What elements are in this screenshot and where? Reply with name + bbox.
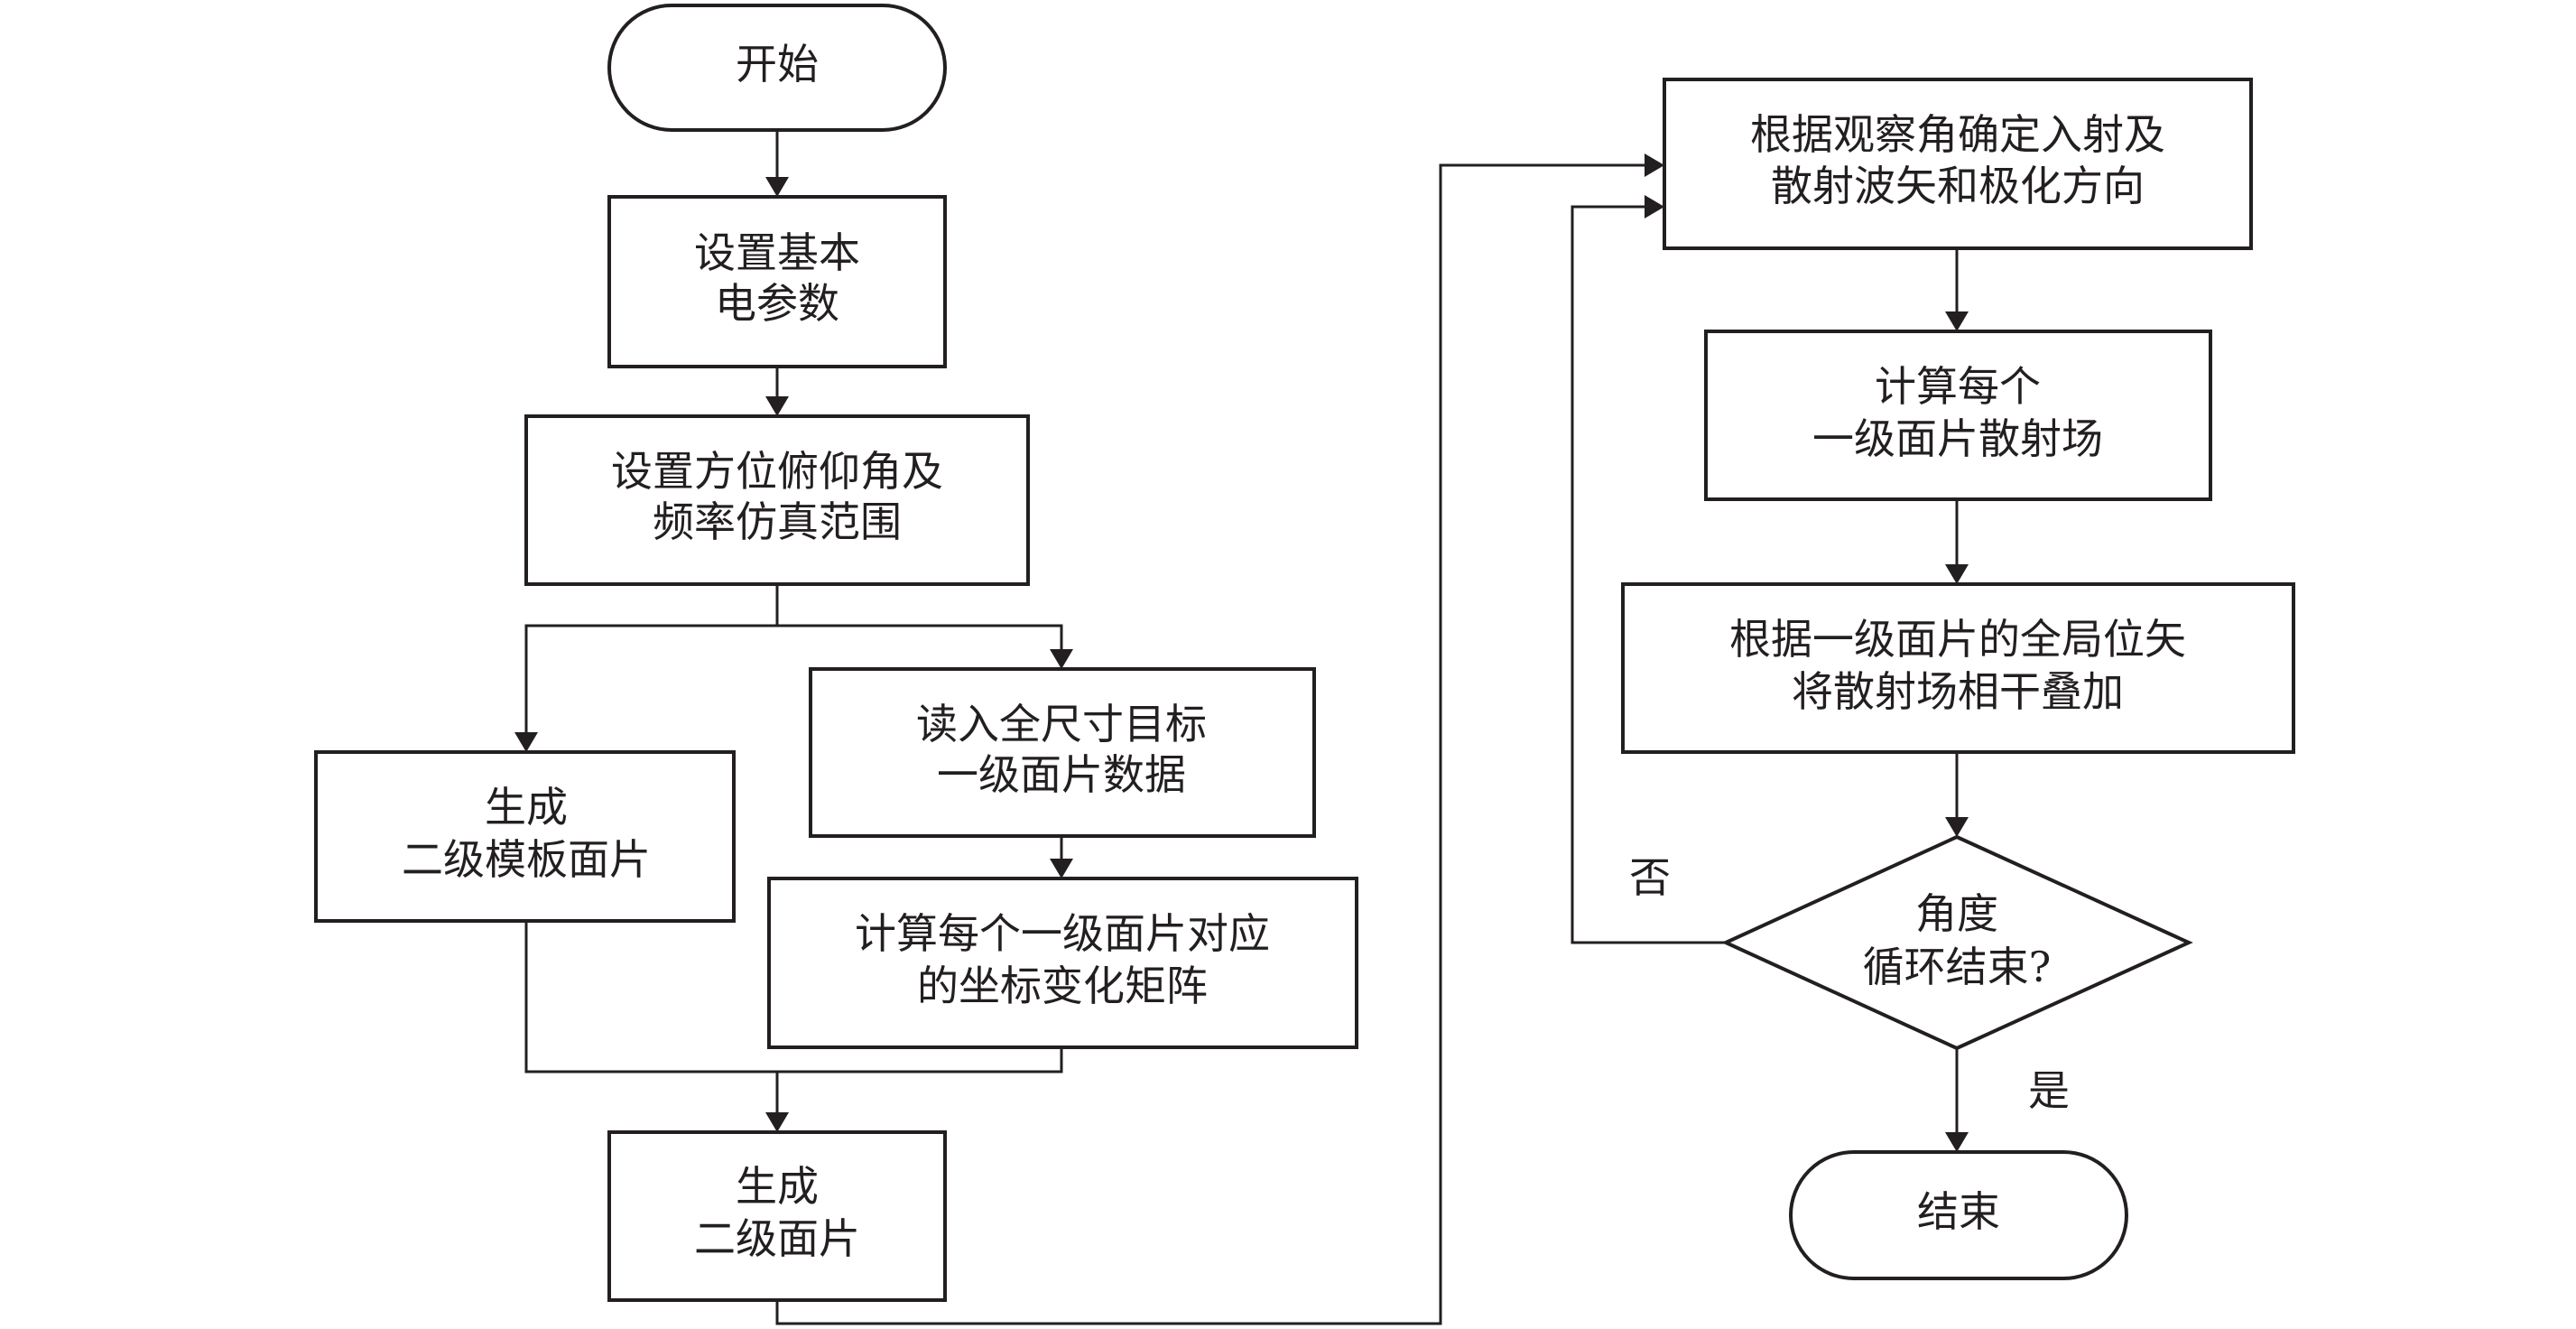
edge-label-yes: 是 [2028, 1066, 2070, 1115]
node-calc-field-line2: 一级面片散射场 [1812, 414, 2103, 463]
arrowhead [1050, 649, 1073, 669]
node-gen-template-line1: 生成 [485, 783, 568, 832]
node-gen-secondary-line2: 二级面片 [694, 1214, 860, 1263]
node-gen-template: 生成 二级模板面片 [314, 750, 736, 923]
node-calc-matrix-line2: 的坐标变化矩阵 [917, 962, 1208, 1010]
arrowhead [1945, 311, 1969, 331]
node-set-angle-line2: 频率仿真范围 [653, 497, 902, 546]
edge-label-no: 否 [1629, 853, 1671, 902]
arrowhead [765, 396, 789, 416]
node-read-data-line2: 一级面片数据 [937, 750, 1186, 799]
edges [514, 130, 1969, 1325]
node-read-data-line1: 读入全尺寸目标 [916, 700, 1207, 748]
arrowhead [514, 732, 538, 752]
node-loop-check-line1: 角度 [1915, 889, 1998, 938]
node-read-data: 读入全尺寸目标 一级面片数据 [809, 667, 1316, 838]
arrowhead [1945, 564, 1969, 584]
node-end: 结束 [1789, 1150, 2128, 1280]
arrowhead [1945, 1132, 1969, 1152]
node-calc-matrix: 计算每个一级面片对应 的坐标变化矩阵 [767, 877, 1358, 1049]
node-superpose: 根据一级面片的全局位矢 将散射场相干叠加 [1621, 582, 2295, 754]
node-set-elec: 设置基本 电参数 [607, 195, 947, 368]
arrowhead [1645, 153, 1664, 177]
node-calc-matrix-line1: 计算每个一级面片对应 [855, 909, 1270, 958]
node-set-elec-line2: 电参数 [715, 279, 839, 328]
edge-loop-no [1571, 205, 1726, 944]
node-gen-secondary: 生成 二级面片 [607, 1130, 947, 1302]
arrowhead [765, 177, 789, 197]
node-determine-vectors: 根据观察角确定入射及 散射波矢和极化方向 [1663, 78, 2253, 250]
node-gen-secondary-line1: 生成 [736, 1162, 819, 1211]
edge-split-right [777, 624, 1063, 649]
edge-merge [524, 921, 1063, 1073]
arrowhead [1050, 859, 1073, 878]
arrowhead [1945, 817, 1969, 837]
node-end-text: 结束 [1917, 1187, 2000, 1236]
edge-split-left [524, 624, 777, 732]
node-gen-template-line2: 二级模板面片 [402, 835, 651, 884]
node-calc-field-line1: 计算每个 [1875, 362, 2041, 411]
node-set-elec-line1: 设置基本 [694, 228, 860, 277]
node-set-angle-freq: 设置方位俯仰角及 频率仿真范围 [524, 414, 1030, 586]
arrowhead [1645, 195, 1664, 218]
node-superpose-line1: 根据一级面片的全局位矢 [1729, 615, 2186, 664]
node-loop-check-line2: 循环结束? [1863, 943, 2052, 991]
node-loop-check: 角度 循环结束? [1721, 834, 2193, 1051]
node-set-angle-line1: 设置方位俯仰角及 [611, 447, 943, 496]
node-start: 开始 [607, 4, 947, 132]
node-determine-line2: 散射波矢和极化方向 [1771, 162, 2145, 210]
node-start-text: 开始 [736, 40, 819, 88]
node-determine-line1: 根据观察角确定入射及 [1750, 110, 2165, 159]
edge-gen-secondary-to-determine [775, 163, 1645, 1325]
arrowhead [765, 1112, 789, 1132]
node-superpose-line2: 将散射场相干叠加 [1792, 667, 2124, 716]
node-calc-field: 计算每个 一级面片散射场 [1704, 330, 2212, 501]
